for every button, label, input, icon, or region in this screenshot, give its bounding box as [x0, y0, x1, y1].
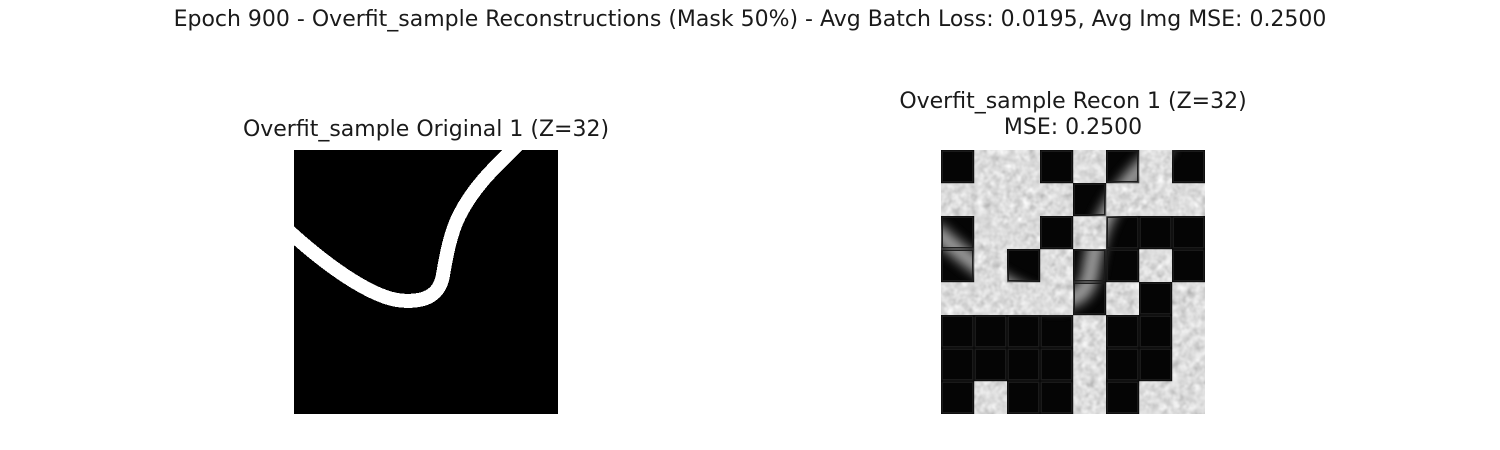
recon-patch-seam [941, 216, 974, 249]
recon-visible-patch [941, 315, 975, 349]
recon-patch-seam [941, 315, 974, 348]
recon-visible-patch [941, 348, 975, 382]
recon-patch-seam [974, 348, 1007, 381]
recon-patch-seam [1007, 348, 1040, 381]
recon-patch-seam [941, 249, 974, 282]
original-stroke [294, 150, 523, 308]
recon-patch-seam [1106, 150, 1139, 183]
recon-visible-patch [1139, 348, 1173, 382]
recon-visible-patch [1007, 348, 1041, 382]
recon-patch-seam [1040, 381, 1073, 414]
original-panel-title: Overfit_sample Original 1 (Z=32) [226, 117, 626, 143]
recon-patch-seam [1139, 282, 1172, 315]
recon-patch-seam [1040, 216, 1073, 249]
recon-visible-patch [1040, 150, 1074, 184]
original-background [294, 150, 558, 414]
recon-patch-seam [1106, 216, 1139, 249]
recon-visible-patch [1040, 216, 1074, 250]
recon-patch-seam [1040, 150, 1073, 183]
recon-visible-patch [1040, 381, 1074, 414]
recon-visible-patch [941, 150, 975, 184]
recon-patch-seam [941, 150, 974, 183]
recon-patch-seam [941, 381, 974, 414]
recon-visible-patch [1007, 381, 1041, 414]
recon-patch-seam [1139, 348, 1172, 381]
recon-patch-seam [941, 348, 974, 381]
recon-patch-seam [1007, 315, 1040, 348]
recon-patch-seam [1172, 249, 1205, 282]
recon-visible-patch [1139, 315, 1173, 349]
recon-visible-patch [974, 315, 1008, 349]
recon-patch-seam [1040, 315, 1073, 348]
recon-visible-patch [941, 381, 975, 414]
recon-patch-seam [1007, 249, 1040, 282]
recon-visible-patch [1106, 315, 1140, 349]
recon-patch-seam [1106, 315, 1139, 348]
original-title-line: Overfit_sample Original 1 (Z=32) [242, 117, 610, 142]
recon-visible-patch [1139, 216, 1173, 250]
recon-patch-seam [1007, 381, 1040, 414]
recon-visible-patch [1106, 348, 1140, 382]
recon-visible-patch [1106, 249, 1140, 283]
recon-patch-seam [1073, 183, 1106, 216]
figure-title: Epoch 900 - Overfit_sample Reconstructio… [173, 7, 1327, 32]
recon-title-line: Overfit_sample Recon 1 (Z=32) [899, 89, 1247, 114]
recon-patch-seam [1106, 249, 1139, 282]
recon-visible-patch [1139, 282, 1173, 316]
recon-visible-patch [1007, 249, 1041, 283]
reconstruction-image [941, 150, 1205, 414]
recon-patch-seam [1106, 381, 1139, 414]
recon-visible-patch [974, 348, 1008, 382]
recon-mse-line: MSE: 0.2500 [1003, 115, 1143, 140]
recon-panel-title: Overfit_sample Recon 1 (Z=32) MSE: 0.250… [873, 89, 1273, 141]
recon-patch-seam [1172, 150, 1205, 183]
recon-patch-seam [1073, 249, 1106, 282]
recon-visible-patch [1172, 150, 1205, 184]
recon-visible-patch [1007, 315, 1041, 349]
recon-patch-seam [1139, 315, 1172, 348]
recon-patch-seam [1040, 348, 1073, 381]
recon-visible-patch [1172, 249, 1205, 283]
recon-visible-patch [1040, 315, 1074, 349]
recon-visible-patch [1106, 381, 1140, 414]
original-image [294, 150, 558, 414]
recon-patch-seam [1139, 216, 1172, 249]
recon-patch-seam [974, 315, 1007, 348]
recon-patch-seam [1073, 282, 1106, 315]
recon-visible-patch [1040, 348, 1074, 382]
recon-patch-seam [1172, 216, 1205, 249]
recon-visible-patch [1172, 216, 1205, 250]
recon-patch-seam [1106, 348, 1139, 381]
